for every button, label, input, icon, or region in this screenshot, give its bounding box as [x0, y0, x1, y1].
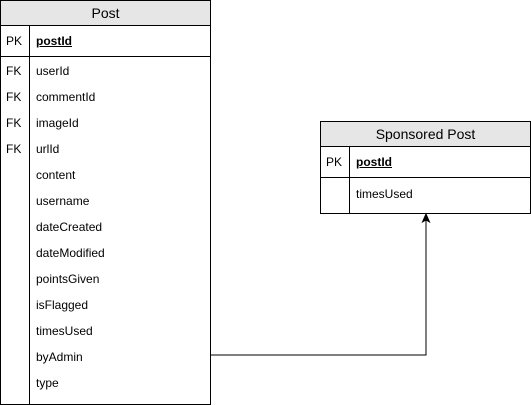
- key-label: FK: [6, 116, 22, 130]
- key-label: FK: [6, 90, 22, 104]
- key-label: [6, 318, 29, 344]
- field-name: content: [36, 168, 76, 182]
- post-attributes: FK FK FK FK userId commentId imageId url…: [1, 57, 210, 404]
- pk-label: PK: [321, 147, 350, 177]
- post-entity[interactable]: Post PK postId FK FK FK FK userId commen…: [0, 0, 211, 405]
- key-label: [326, 179, 349, 209]
- field-name: dateCreated: [36, 220, 103, 234]
- post-entity-title: Post: [1, 1, 210, 26]
- sponsored-post-attributes: timesUsed: [321, 178, 530, 213]
- pk-field-name: postId: [356, 155, 392, 169]
- field-name: userId: [36, 64, 70, 78]
- field-name: timesUsed: [36, 324, 93, 338]
- field-name: dateModified: [36, 246, 105, 260]
- key-label: [6, 162, 29, 188]
- field-name: timesUsed: [356, 187, 413, 201]
- key-label: FK: [6, 142, 22, 156]
- sponsored-post-primary-key-row: PK postId: [321, 147, 530, 178]
- key-label: [6, 370, 29, 396]
- pk-field-name: postId: [36, 34, 72, 48]
- key-label: [6, 240, 29, 266]
- field-name: pointsGiven: [36, 272, 100, 286]
- field-name: byAdmin: [36, 350, 83, 364]
- post-primary-key-row: PK postId: [1, 26, 210, 57]
- field-name: isFlagged: [36, 298, 89, 312]
- field-name: urlId: [36, 142, 60, 156]
- key-column: [321, 178, 350, 213]
- sponsored-post-entity[interactable]: Sponsored Post PK postId timesUsed: [320, 121, 531, 214]
- key-column: FK FK FK FK: [1, 57, 30, 404]
- field-name: imageId: [36, 116, 79, 130]
- sponsored-post-entity-title: Sponsored Post: [321, 122, 530, 147]
- field-name: commentId: [36, 90, 96, 104]
- pk-label: PK: [1, 26, 30, 56]
- key-label: FK: [6, 64, 22, 78]
- key-label: [6, 292, 29, 318]
- arrowhead-icon: [421, 212, 431, 224]
- field-column: timesUsed: [350, 178, 530, 213]
- field-name: type: [36, 376, 59, 390]
- key-label: [6, 188, 29, 214]
- field-column: userId commentId imageId urlId content u…: [30, 57, 210, 404]
- key-label: [6, 214, 29, 240]
- field-name: username: [36, 194, 90, 208]
- key-label: [6, 266, 29, 292]
- connector-line: [211, 218, 427, 356]
- key-label: [6, 344, 29, 370]
